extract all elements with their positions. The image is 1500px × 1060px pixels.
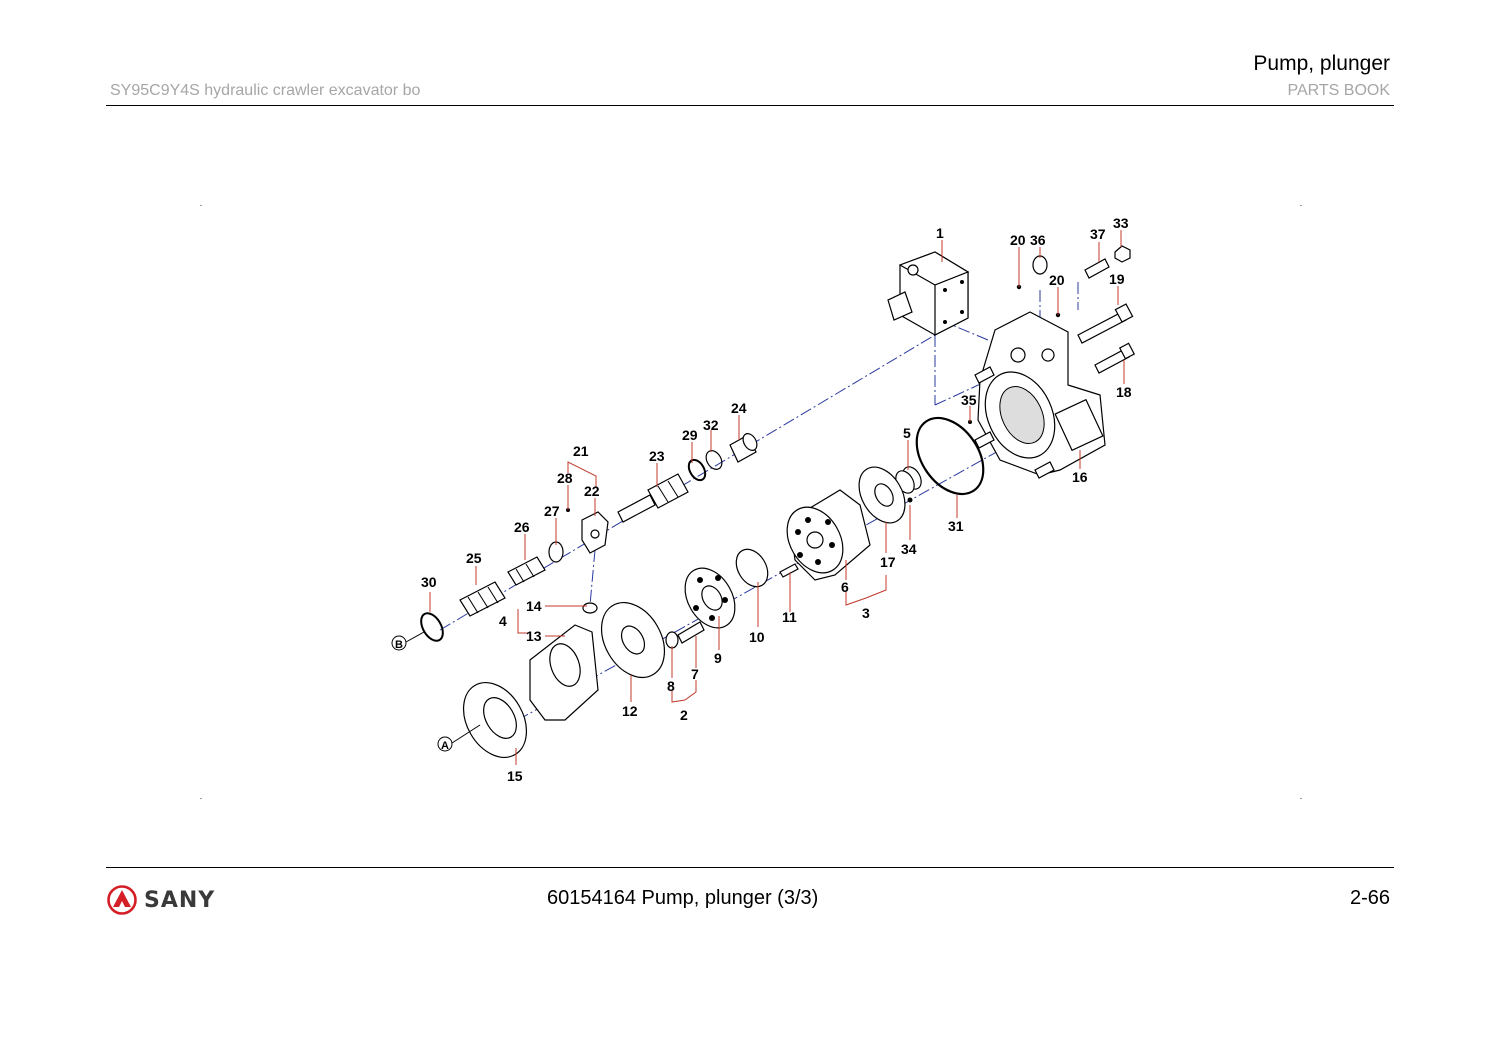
callout: 27 bbox=[544, 503, 560, 519]
cylinder-block bbox=[786, 489, 871, 581]
callout: 8 bbox=[667, 678, 675, 694]
callout: 20 bbox=[1010, 232, 1026, 248]
bolts bbox=[974, 245, 1136, 479]
sany-logo: SANY bbox=[106, 884, 215, 916]
spool bbox=[617, 473, 689, 523]
callout: 3 bbox=[862, 605, 870, 621]
valve-plate bbox=[858, 466, 906, 524]
callout: 13 bbox=[526, 628, 542, 644]
callout: 34 bbox=[901, 541, 917, 557]
callout: 4 bbox=[499, 613, 507, 629]
o-ring-large bbox=[915, 416, 985, 496]
leader-lines bbox=[405, 230, 1125, 765]
lever bbox=[581, 511, 609, 554]
eye-bolt bbox=[1032, 255, 1048, 275]
callout: 12 bbox=[622, 703, 638, 719]
backup-ring-32 bbox=[705, 450, 723, 470]
sany-emblem-icon bbox=[107, 885, 137, 915]
callout: 26 bbox=[514, 519, 530, 535]
spring-large bbox=[459, 581, 506, 617]
callout: 36 bbox=[1030, 232, 1046, 248]
callout: 1 bbox=[936, 225, 944, 241]
o-ring-29 bbox=[687, 458, 707, 482]
callout: 11 bbox=[782, 609, 797, 625]
header-divider bbox=[106, 105, 1394, 106]
callout: 16 bbox=[1072, 469, 1088, 485]
callout: 21 bbox=[573, 443, 589, 459]
callout: 25 bbox=[466, 550, 482, 566]
callout: 14 bbox=[526, 598, 542, 614]
callout: 20 bbox=[1049, 272, 1065, 288]
callout: 33 bbox=[1113, 215, 1129, 231]
spring-small bbox=[507, 556, 546, 586]
footer-divider bbox=[106, 867, 1394, 868]
piston-shoe bbox=[665, 621, 705, 649]
document-subject: SY95C9Y4S hydraulic crawler excavator bo bbox=[110, 82, 421, 99]
book-type-label: PARTS BOOK bbox=[1287, 82, 1390, 99]
swash-cover bbox=[462, 682, 528, 758]
ball-guide bbox=[735, 548, 769, 588]
reference-marker-a: A bbox=[437, 736, 453, 752]
solenoid-valve bbox=[887, 251, 970, 336]
figure-caption: 60154164 Pump, plunger (3/3) bbox=[547, 887, 819, 909]
callout: 17 bbox=[880, 554, 896, 570]
part-shapes bbox=[420, 245, 1136, 758]
brand-wordmark: SANY bbox=[144, 887, 216, 913]
reference-marker-b: B bbox=[391, 635, 407, 651]
retainer-plate bbox=[684, 567, 736, 629]
corner-mark bbox=[1300, 205, 1302, 206]
callout: 29 bbox=[682, 427, 698, 443]
corner-mark bbox=[200, 205, 202, 206]
svg-text:B: B bbox=[395, 639, 403, 651]
callout: 37 bbox=[1090, 226, 1106, 242]
callout: 10 bbox=[749, 629, 765, 645]
callout: 18 bbox=[1116, 384, 1132, 400]
callout: 28 bbox=[557, 470, 573, 486]
svg-text:A: A bbox=[441, 740, 449, 752]
callout: 7 bbox=[691, 666, 699, 682]
callout: 19 bbox=[1109, 271, 1125, 287]
callout: 2 bbox=[680, 707, 688, 723]
section-title: Pump, plunger bbox=[1253, 52, 1390, 75]
callout: 31 bbox=[948, 518, 964, 534]
center-spring bbox=[779, 563, 799, 578]
callout: 24 bbox=[731, 400, 747, 416]
callout: 5 bbox=[903, 425, 911, 441]
o-ring-small bbox=[420, 612, 444, 642]
corner-mark bbox=[200, 798, 202, 799]
swash-plate bbox=[529, 624, 599, 721]
callout: 15 bbox=[507, 768, 523, 784]
corner-mark bbox=[1300, 798, 1302, 799]
callout: 35 bbox=[961, 392, 977, 408]
sleeve bbox=[729, 433, 758, 463]
page-number: 2-66 bbox=[1349, 887, 1390, 909]
callout: 32 bbox=[703, 417, 719, 433]
callout: 23 bbox=[649, 448, 665, 464]
callout: 6 bbox=[841, 579, 849, 595]
callout: 9 bbox=[714, 650, 722, 666]
pin bbox=[582, 602, 598, 614]
pump-housing bbox=[977, 311, 1106, 476]
callout-labels: 1 20 36 37 33 20 19 18 35 24 32 29 5 16 … bbox=[421, 215, 1132, 784]
callout: 30 bbox=[421, 574, 437, 590]
callout: 22 bbox=[584, 483, 600, 499]
